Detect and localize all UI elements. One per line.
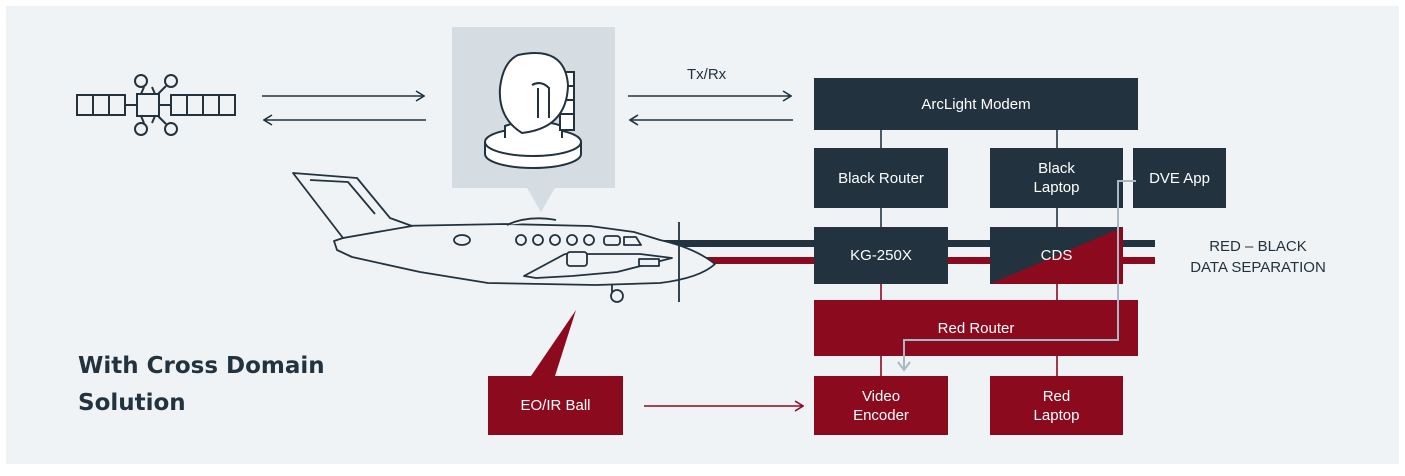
cds-label: CDS	[1040, 247, 1073, 264]
arclight-modem-label: ArcLight Modem	[921, 95, 1031, 113]
eo-ir-ball-label: EO/IR Ball	[520, 397, 591, 414]
satellite-icon	[76, 74, 236, 136]
red-router-box: Red Router	[814, 300, 1138, 356]
eo-ir-ball-box: EO/IR Ball	[488, 376, 623, 435]
satcom-antenna-icon	[484, 52, 582, 169]
dve-app-label: DVE App	[1149, 169, 1210, 187]
aircraft-icon	[292, 172, 716, 303]
arclight-modem-box: ArcLight Modem	[814, 78, 1138, 130]
eoir-callout-pointer	[531, 310, 576, 376]
red-router-label: Red Router	[937, 319, 1015, 337]
red-laptop-box: Red Laptop	[990, 376, 1123, 435]
diagram-panel	[6, 6, 1399, 464]
video-encoder-label: Video Encoder	[853, 387, 909, 424]
tx-rx-label: Tx/Rx	[687, 66, 727, 83]
dve-app-box: DVE App	[1133, 148, 1226, 208]
black-router-box: Black Router	[814, 148, 948, 208]
video-encoder-box: Video Encoder	[814, 376, 948, 435]
kg-250x-box: KG-250X	[814, 227, 948, 284]
red-laptop-label: Red Laptop	[1033, 387, 1080, 424]
black-router-label: Black Router	[838, 169, 924, 187]
cds-box: CDS	[990, 227, 1123, 284]
kg-250x-label: KG-250X	[850, 247, 912, 264]
